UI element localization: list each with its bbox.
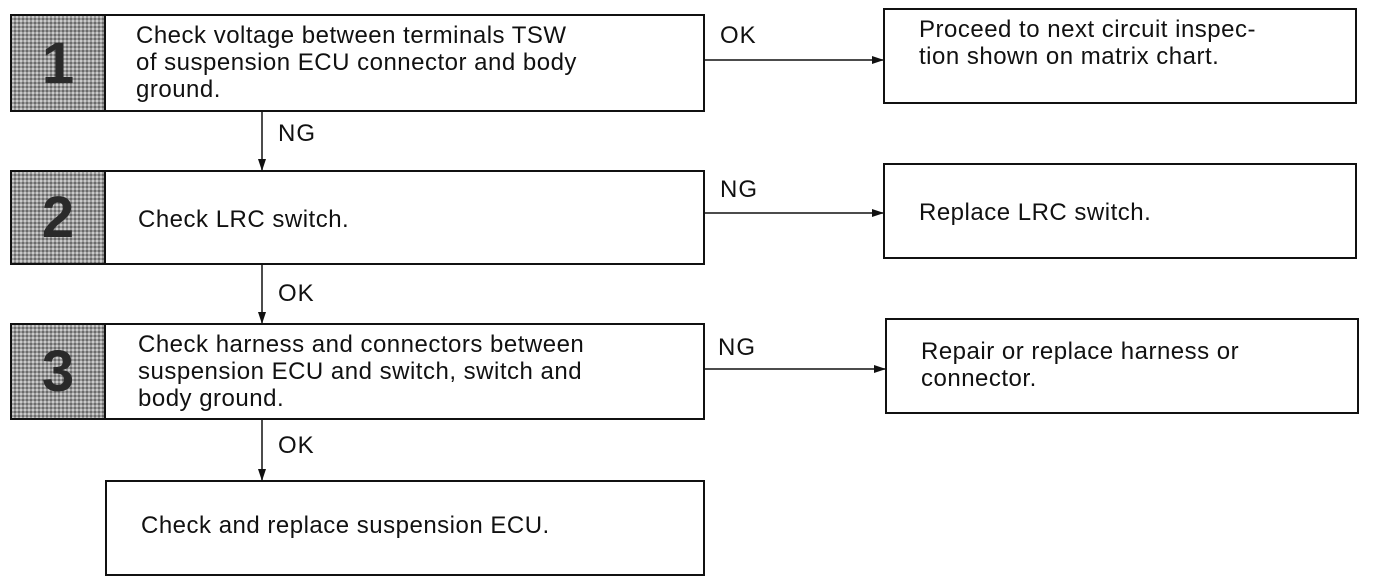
label-step2-ng: NG xyxy=(720,176,758,203)
step-2-text: Check LRC switch. xyxy=(138,206,350,233)
result-3-text: Repair or replace harness or connector. xyxy=(921,338,1240,392)
step-2-box: 2 Check LRC switch. xyxy=(10,170,705,265)
step-2-number: 2 xyxy=(12,172,106,263)
result-2-box: Replace LRC switch. xyxy=(883,163,1357,259)
label-step3-ng: NG xyxy=(718,334,756,361)
label-step1-ng: NG xyxy=(278,120,316,147)
step-1-box: 1 Check voltage between terminals TSW of… xyxy=(10,14,705,112)
step-3-text: Check harness and connectors between sus… xyxy=(138,331,585,412)
step-1-text: Check voltage between terminals TSW of s… xyxy=(136,22,577,103)
final-box-text: Check and replace suspension ECU. xyxy=(141,512,550,539)
result-3-box: Repair or replace harness or connector. xyxy=(885,318,1359,414)
final-box: Check and replace suspension ECU. xyxy=(105,480,705,576)
step-1-number: 1 xyxy=(12,16,106,110)
result-2-text: Replace LRC switch. xyxy=(919,199,1152,226)
label-step3-ok: OK xyxy=(278,432,315,459)
label-step2-ok: OK xyxy=(278,280,315,307)
label-step1-ok: OK xyxy=(720,22,757,49)
step-3-box: 3 Check harness and connectors between s… xyxy=(10,323,705,420)
result-1-box: Proceed to next circuit inspec- tion sho… xyxy=(883,8,1357,104)
step-3-number: 3 xyxy=(12,325,106,418)
result-1-text: Proceed to next circuit inspec- tion sho… xyxy=(919,16,1256,70)
